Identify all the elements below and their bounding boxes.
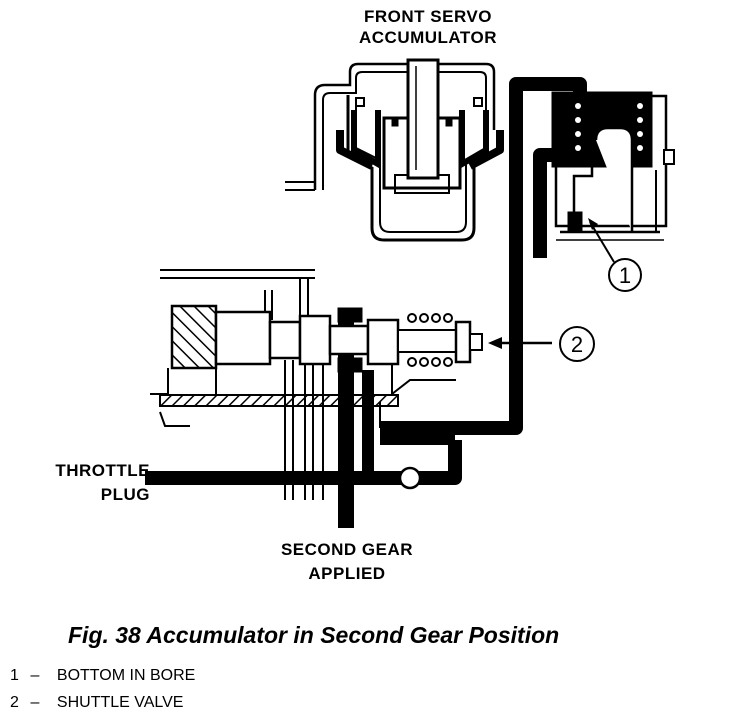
callout-1: 1 (588, 218, 642, 292)
throttle-plug-label-line2: PLUG (101, 485, 150, 504)
front-servo-label-line2: ACCUMULATOR (359, 28, 497, 47)
legend-item: 2 – SHUTTLE VALVE (10, 689, 195, 716)
thin-channels (150, 181, 381, 500)
front-servo-label-line1: FRONT SERVO (364, 7, 492, 26)
legend: 1 – BOTTOM IN BORE 2 – SHUTTLE VALVE (10, 662, 195, 716)
callout-number-1: 1 (619, 263, 631, 288)
legend-text: BOTTOM IN BORE (56, 667, 196, 684)
accumulator-diagram: FRONT SERVO ACCUMULATOR THROTTLE PLUG SE… (55, 7, 675, 583)
spring-assembly (551, 91, 675, 241)
legend-separator: – (30, 667, 40, 684)
callout-number-2: 2 (571, 332, 583, 357)
second-gear-label-line1: SECOND GEAR (281, 540, 413, 559)
legend-text: SHUTTLE VALVE (56, 694, 184, 711)
legend-item: 1 – BOTTOM IN BORE (10, 662, 195, 689)
shuttle-valve (159, 304, 483, 490)
legend-number: 1 (10, 667, 19, 684)
figure-caption: Fig. 38 Accumulator in Second Gear Posit… (68, 622, 560, 648)
throttle-plug-label-line1: THROTTLE (55, 461, 150, 480)
legend-separator: – (30, 694, 40, 711)
second-gear-label-line2: APPLIED (308, 564, 385, 583)
callout-2: 2 (488, 326, 595, 362)
legend-number: 2 (10, 694, 19, 711)
